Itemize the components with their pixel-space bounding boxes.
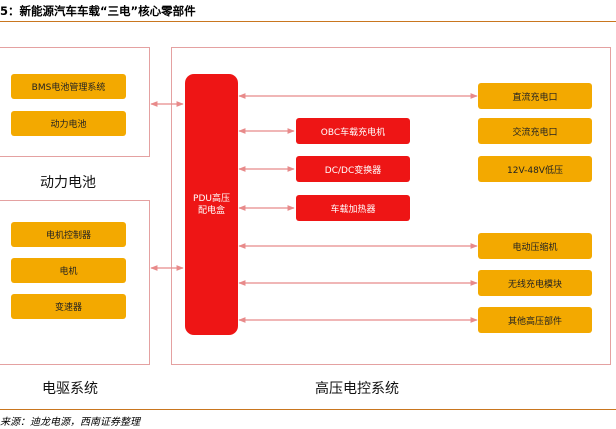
drive-panel bbox=[0, 200, 150, 365]
figure-title: 5：新能源汽车车载“三电”核心零部件 bbox=[0, 4, 196, 18]
gearbox-box: 变速器 bbox=[11, 294, 126, 319]
hv-group-label: 高压电控系统 bbox=[315, 381, 399, 397]
compressor-box: 电动压缩机 bbox=[478, 233, 592, 259]
source-note: 来源：迪龙电源，西南证券整理 bbox=[0, 417, 140, 428]
low-voltage-box: 12V-48V低压 bbox=[478, 156, 592, 182]
bms-box: BMS电池管理系统 bbox=[11, 74, 126, 99]
drive-group-label: 电驱系统 bbox=[42, 381, 98, 397]
other-hv-parts-box: 其他高压部件 bbox=[478, 307, 592, 333]
bottom-rule bbox=[0, 409, 616, 410]
motor-box: 电机 bbox=[11, 258, 126, 283]
power-battery-box: 动力电池 bbox=[11, 111, 126, 136]
obc-box: OBC车载充电机 bbox=[296, 118, 410, 144]
hv-panel bbox=[171, 47, 611, 365]
dcdc-box: DC/DC变换器 bbox=[296, 156, 410, 182]
pdu-box: PDU高压 配电盒 bbox=[185, 74, 238, 335]
battery-group-label: 动力电池 bbox=[40, 175, 96, 191]
top-rule bbox=[0, 21, 616, 22]
wireless-charging-box: 无线充电模块 bbox=[478, 270, 592, 296]
battery-panel bbox=[0, 47, 150, 157]
pdu-label-line2: 配电盒 bbox=[197, 205, 225, 216]
heater-box: 车载加热器 bbox=[296, 195, 410, 221]
motor-controller-box: 电机控制器 bbox=[11, 222, 126, 247]
pdu-label-line1: PDU高压 bbox=[193, 193, 230, 204]
dc-charge-port-box: 直流充电口 bbox=[478, 83, 592, 109]
ac-charge-port-box: 交流充电口 bbox=[478, 118, 592, 144]
